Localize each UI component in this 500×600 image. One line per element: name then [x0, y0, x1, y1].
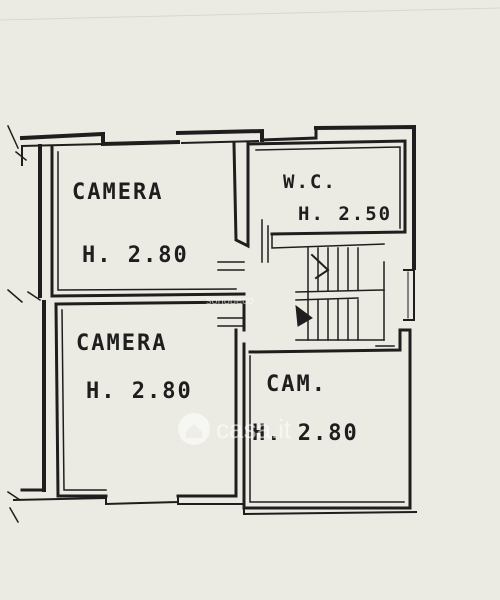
room-camera-1: CAMERA H. 2.80	[72, 180, 189, 268]
room-height: H. 2.80	[252, 421, 359, 446]
watermark-text: casa.it	[216, 414, 292, 444]
room-height: H. 2.50	[298, 203, 392, 225]
room-camera-2: CAMERA H. 2.80	[76, 331, 193, 404]
room-height: H. 2.80	[82, 243, 189, 268]
stairs	[271, 233, 385, 341]
room-height: H. 2.80	[86, 379, 193, 404]
room-name: CAMERA	[72, 180, 163, 205]
room-wc: W.C. H. 2.50	[283, 171, 392, 225]
watermark: casa.it sonobeco	[178, 295, 292, 445]
room-name: W.C.	[283, 171, 337, 193]
walls	[6, 124, 418, 524]
room-cam: CAM. H. 2.80	[252, 372, 359, 446]
watermark-subtext: sonobeco	[206, 295, 254, 307]
paper-fold	[0, 7, 500, 21]
room-name: CAMERA	[76, 331, 167, 356]
room-name: CAM.	[266, 372, 327, 397]
house-glyph	[186, 424, 202, 438]
